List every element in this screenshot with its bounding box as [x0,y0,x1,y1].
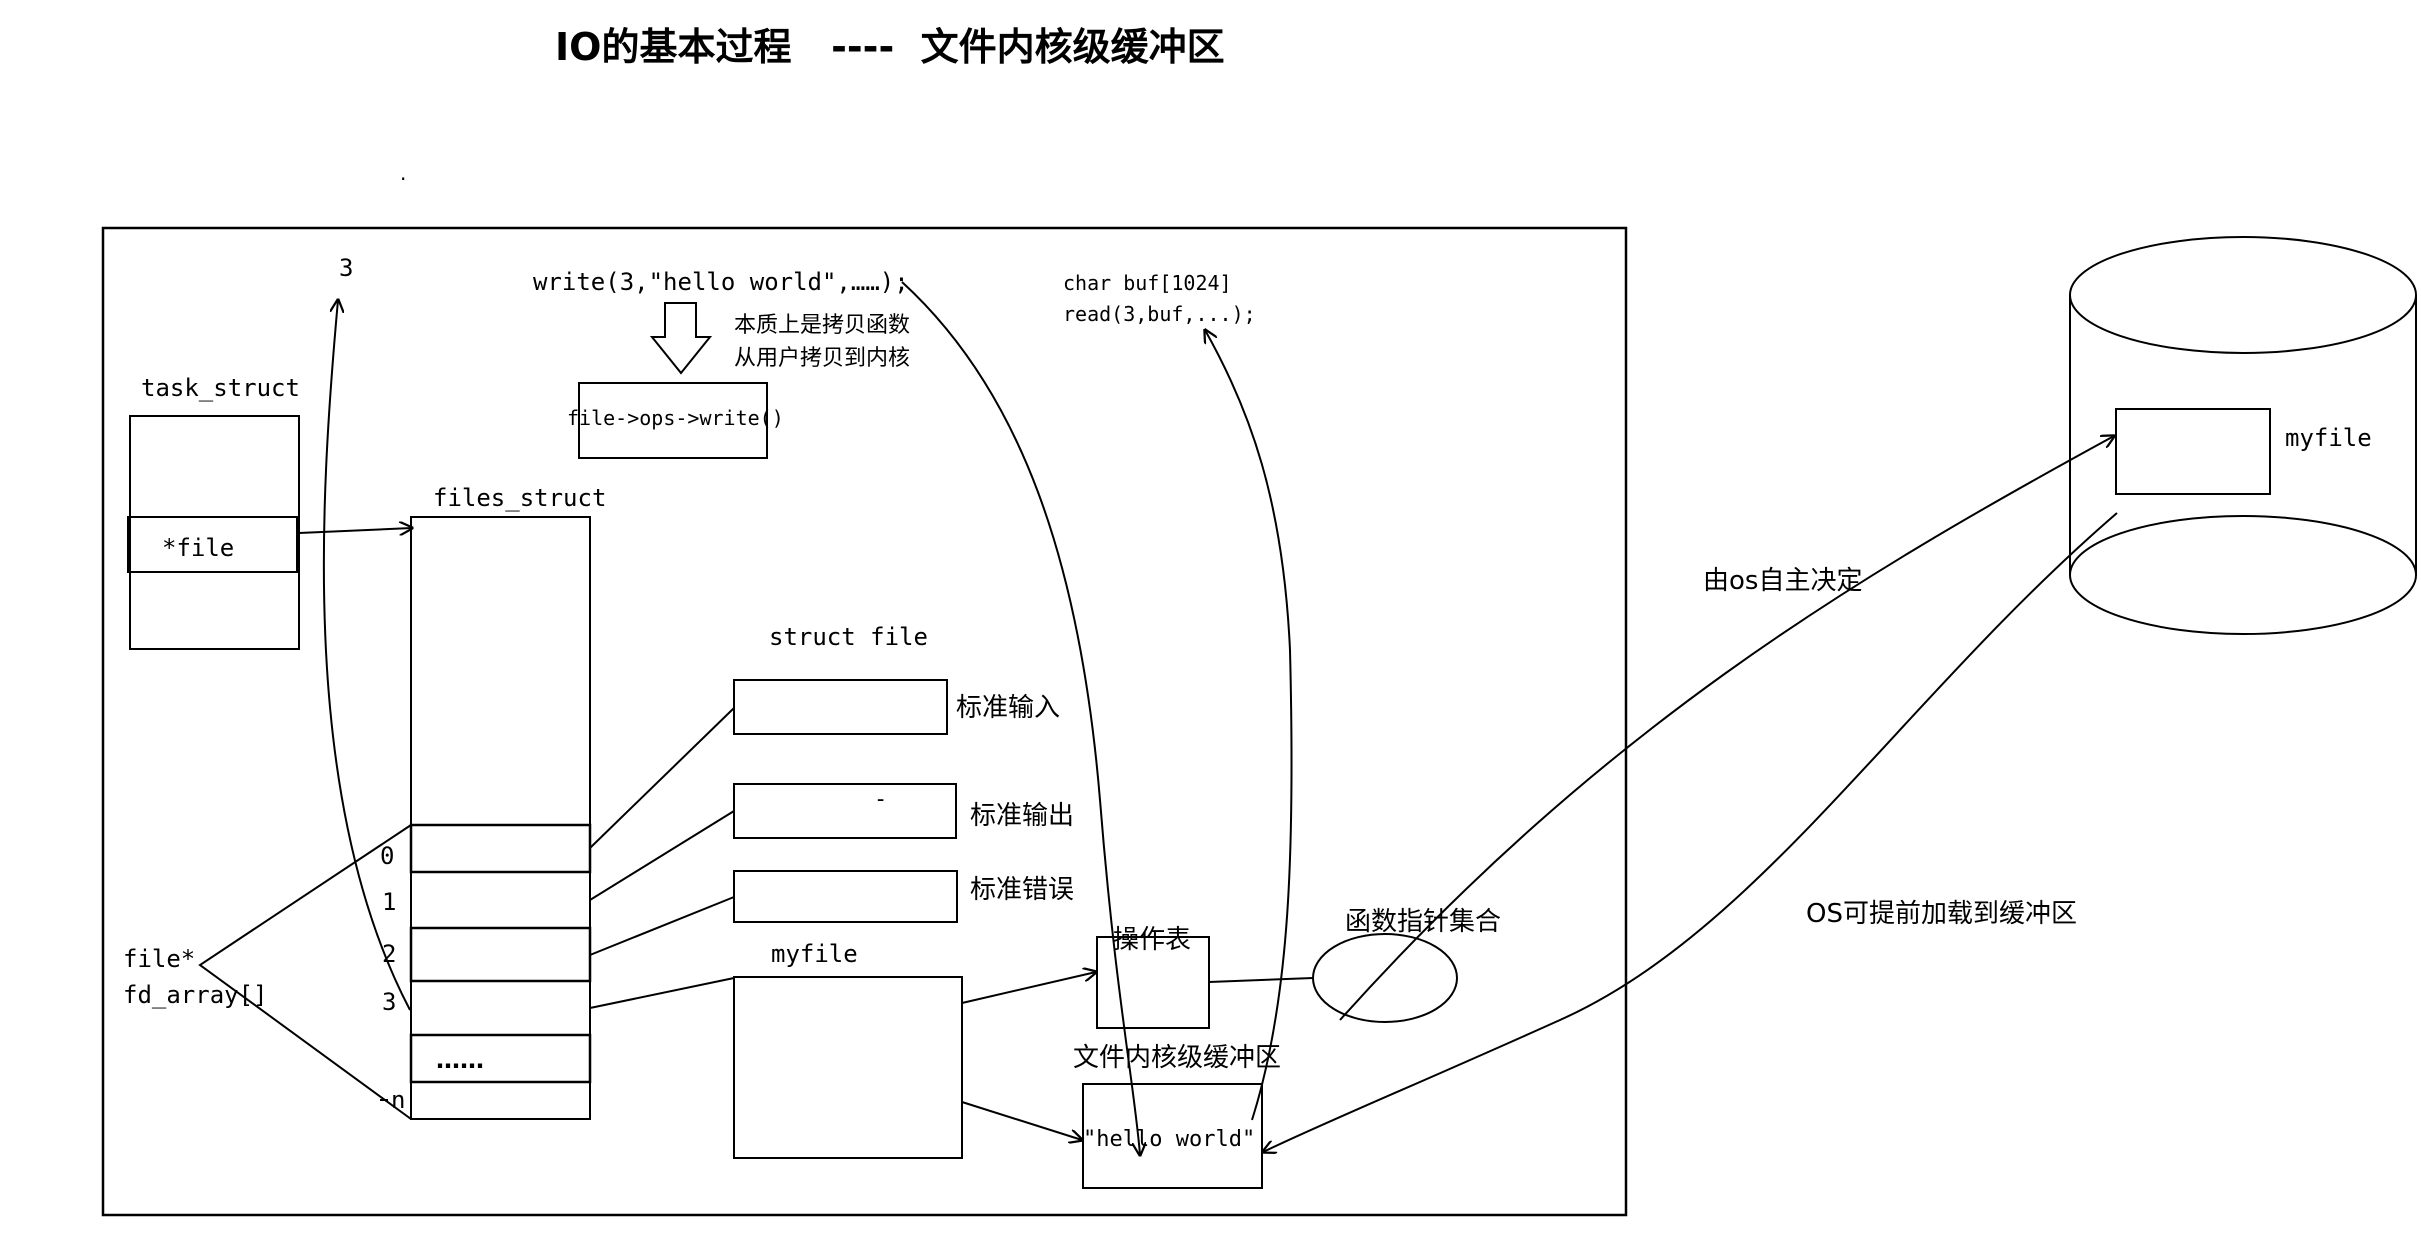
buffer-to-disk-line [1339,436,2114,1021]
file-pointer-field [127,516,298,573]
task-struct-box [129,415,300,650]
file-pointer-label: *file [162,534,234,562]
copy-note-1: 本质上是拷贝函数 [734,313,910,338]
copy-down-arrow [649,302,713,375]
fd-ellipsis: …… [436,1046,484,1074]
files-struct-label: files_struct [433,484,606,512]
read-line-1: char buf[1024] [1063,271,1232,295]
fd1-to-stdout [589,810,735,901]
fd-index-3: 3 [382,988,396,1016]
fd-slot-0 [409,823,592,874]
ops-write-box [578,382,768,459]
fd2-to-stderr [589,896,735,956]
ops-table-box [1096,936,1210,1029]
kernel-buffer-content: "hello world" [1083,1127,1255,1152]
fd-array-type: file* [123,945,195,973]
fd3-upward-curve [322,300,411,1011]
myfile-struct-label: myfile [771,940,858,968]
stderr-file-box [733,870,958,923]
page-title: IO的基本过程 ---- 文件内核级缓冲区 [555,25,1225,69]
task-to-files-arrow [298,528,412,533]
ops-write-call: file->ops->write() [567,406,784,430]
stdin-label: 标准输入 [956,693,1060,723]
task-struct-label: task_struct [141,374,300,402]
fd-index-0: 0 [380,842,394,870]
myfile-to-buffer-arrow [961,1101,1082,1140]
os-decide-label: 由os自主决定 [1703,566,1862,596]
disk-file-label: myfile [2285,424,2372,452]
myfile-to-ops-arrow [961,972,1096,1004]
struct-file-label: struct file [769,623,928,651]
process-box [101,226,1628,1217]
write-call: write(3,"hello world",……); [533,268,909,296]
write-to-buffer-curve [901,281,1140,1155]
stdout-file-box [733,783,957,839]
buffer-to-read-curve [1205,330,1293,1121]
os-preload-label: OS可提前加载到缓冲区 [1806,899,2077,929]
myfile-struct-box [733,976,963,1159]
disk-inner-arc [2069,515,2417,576]
fd0-to-stdin [589,707,735,849]
stdout-label: 标准输出 [970,801,1074,831]
fd-array-brace [198,824,412,1120]
read-line-2: read(3,buf,...); [1063,302,1256,326]
ops-table-label: 操作表 [1113,925,1191,955]
ops-to-funcptr [1208,977,1314,983]
fd-index-2: 2 [382,940,396,968]
fd-slot-ellipsis [409,1033,592,1084]
disk-cylinder [2069,295,2417,635]
disk-top [2069,236,2417,354]
func-ptr-ellipse [1312,933,1458,1023]
stdout-dash: - [874,787,887,812]
fd-slot-2 [409,926,592,983]
disk-to-buffer-curve [1263,512,2118,1152]
fd-index-1: 1 [382,888,396,916]
files-struct-box [410,516,591,1120]
stdin-file-box [733,679,948,735]
fd-array-name: fd_array[] [123,981,268,1009]
disk-file-box [2115,408,2271,495]
fd-number-3: 3 [339,254,353,282]
stray-dot: . [400,161,406,185]
fd3-to-myfile [589,977,735,1009]
stderr-label: 标准错误 [970,875,1074,905]
kernel-buffer-label: 文件内核级缓冲区 [1073,1043,1281,1073]
copy-note-2: 从用户拷贝到内核 [734,346,910,371]
